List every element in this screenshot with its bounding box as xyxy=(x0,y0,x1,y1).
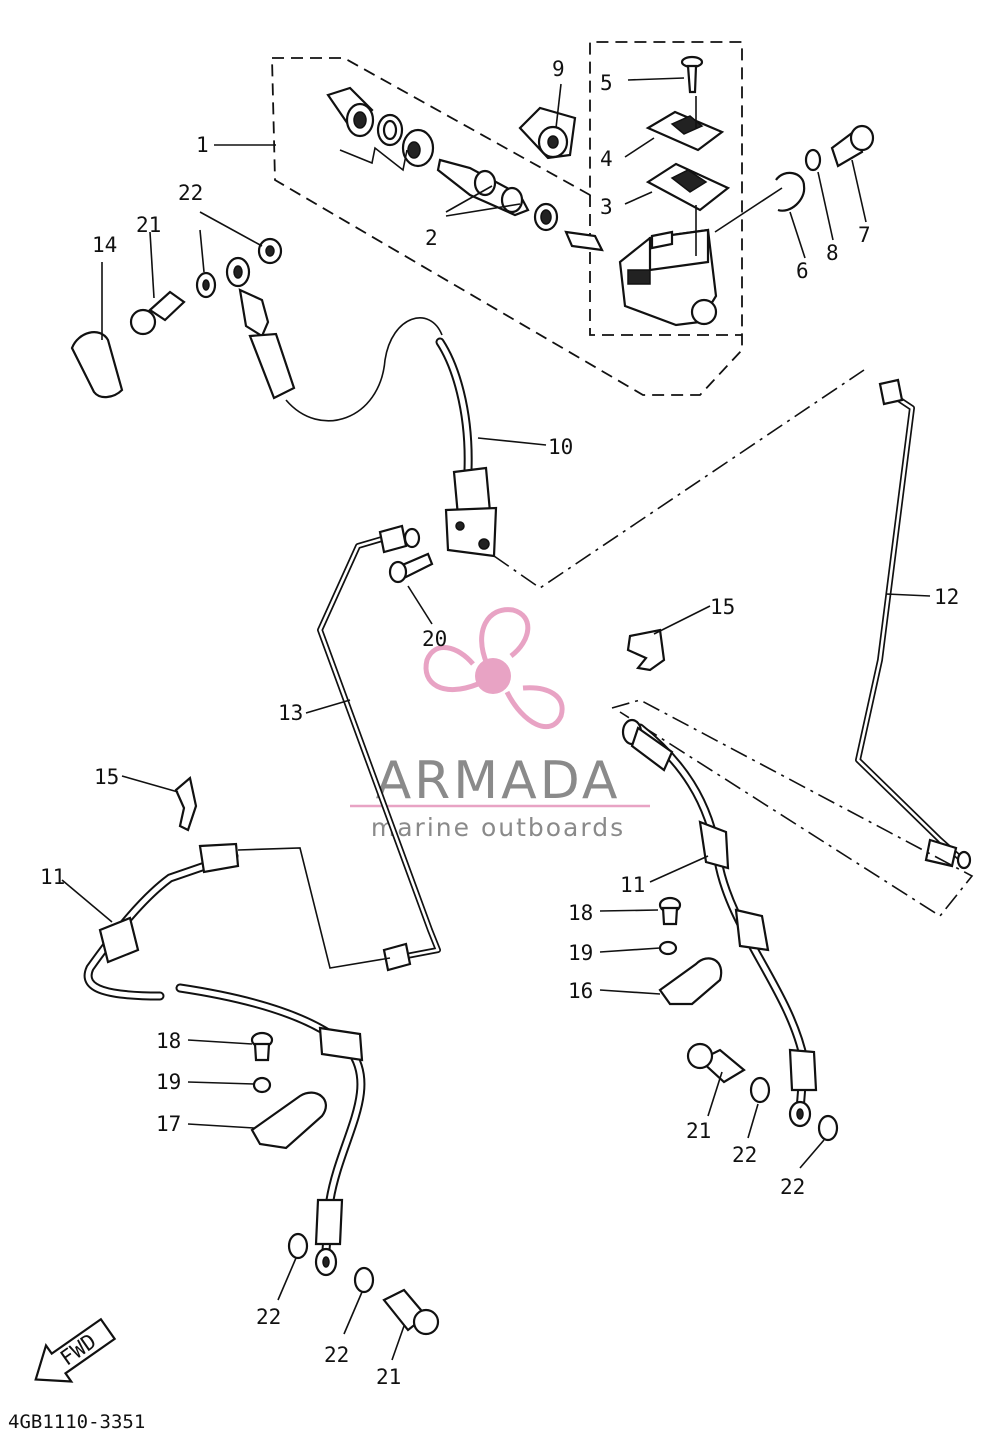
watermark-tagline: marine outboards xyxy=(371,813,625,842)
pipe-12-top-fitting xyxy=(878,378,904,406)
callout-15-left: 15 xyxy=(94,765,119,789)
callout-4: 4 xyxy=(600,147,613,171)
callout-16: 16 xyxy=(568,979,593,1003)
part-18-bolt-left xyxy=(250,1031,274,1062)
drawing-code: 4GB1110-3351 xyxy=(8,1411,145,1433)
part-5-screw xyxy=(680,55,704,94)
callout-6: 6 xyxy=(796,259,809,283)
pipe-13-bottom-fitting xyxy=(382,942,412,972)
callout-12: 12 xyxy=(934,585,959,609)
part-22-washer-left-b xyxy=(353,1266,375,1294)
callout-11-left: 11 xyxy=(40,865,65,889)
part-14-cap xyxy=(70,331,124,399)
callout-13: 13 xyxy=(278,701,303,725)
part-22-washer-right-b xyxy=(817,1114,839,1142)
banjo-hose-upper xyxy=(225,256,296,400)
callout-21-top: 21 xyxy=(136,213,161,237)
part-16-bracket xyxy=(658,957,723,1006)
part-22-washer-right-a xyxy=(749,1076,771,1104)
pipe-13-top-fitting xyxy=(378,524,421,554)
callout-21-bottom: 21 xyxy=(376,1365,401,1389)
callout-22-right-a: 22 xyxy=(732,1143,757,1167)
watermark-brand: ARMADA xyxy=(376,751,621,811)
part-7-bolt xyxy=(830,124,875,168)
callout-3: 3 xyxy=(600,195,613,219)
part-22-washer-left-a xyxy=(287,1232,309,1260)
part-8-washer xyxy=(804,148,822,172)
callout-22-top: 22 xyxy=(178,181,203,205)
callout-9: 9 xyxy=(552,57,565,81)
part-19-washer-left xyxy=(252,1076,272,1094)
pipe-13 xyxy=(317,533,441,961)
assembly-1-boundary xyxy=(271,41,743,396)
callout-2: 2 xyxy=(425,226,438,250)
part-21-banjo-bolt-right xyxy=(686,1042,746,1084)
master-cylinder-body xyxy=(618,228,718,327)
hose-11-right-fittings xyxy=(621,718,818,1128)
callout-19-right: 19 xyxy=(568,941,593,965)
callout-1: 1 xyxy=(196,133,209,157)
part-15-clip-right xyxy=(626,628,666,672)
propeller-icon xyxy=(423,607,565,730)
callout-17: 17 xyxy=(156,1112,181,1136)
part-19-washer-right xyxy=(658,940,678,956)
callout-7: 7 xyxy=(858,223,871,247)
pipe-12 xyxy=(855,389,963,861)
part-17-bracket xyxy=(250,1091,327,1150)
leader-lines xyxy=(61,77,931,1361)
piston-kit xyxy=(326,86,604,252)
callout-5: 5 xyxy=(600,71,613,95)
callout-10: 10 xyxy=(548,435,573,459)
callout-labels: 1 2 3 4 5 6 7 8 9 10 11 11 12 13 14 15 1… xyxy=(40,57,959,1389)
callout-18-right: 18 xyxy=(568,901,593,925)
callout-20: 20 xyxy=(422,627,447,651)
callout-22-right-b: 22 xyxy=(780,1175,805,1199)
part-21-banjo-bolt-left xyxy=(382,1288,440,1336)
part-21-banjo-bolt-top xyxy=(129,290,186,336)
callout-21-right: 21 xyxy=(686,1119,711,1143)
joint-block xyxy=(444,466,498,558)
callout-11-right: 11 xyxy=(620,873,645,897)
callout-8: 8 xyxy=(826,241,839,265)
part-18-bolt-right xyxy=(658,896,682,926)
callout-22-bottom-a: 22 xyxy=(256,1305,281,1329)
armada-logo: ARMADA marine outboards xyxy=(350,607,650,842)
callout-15-right: 15 xyxy=(710,595,735,619)
part-15-clip-left xyxy=(174,775,198,832)
pipe-12-route-line xyxy=(493,369,865,589)
callout-14: 14 xyxy=(92,233,117,257)
part-6-clamp xyxy=(775,171,806,212)
hose-11-left-fittings xyxy=(98,842,364,1277)
fwd-arrow-icon: FWD xyxy=(34,1317,117,1383)
part-20-bolt xyxy=(388,552,434,584)
pipe-12-bottom-fitting xyxy=(924,838,972,870)
callout-22-bottom-b: 22 xyxy=(324,1343,349,1367)
callout-19-left: 19 xyxy=(156,1070,181,1094)
callout-18-left: 18 xyxy=(156,1029,181,1053)
part-9-boot xyxy=(518,106,577,160)
